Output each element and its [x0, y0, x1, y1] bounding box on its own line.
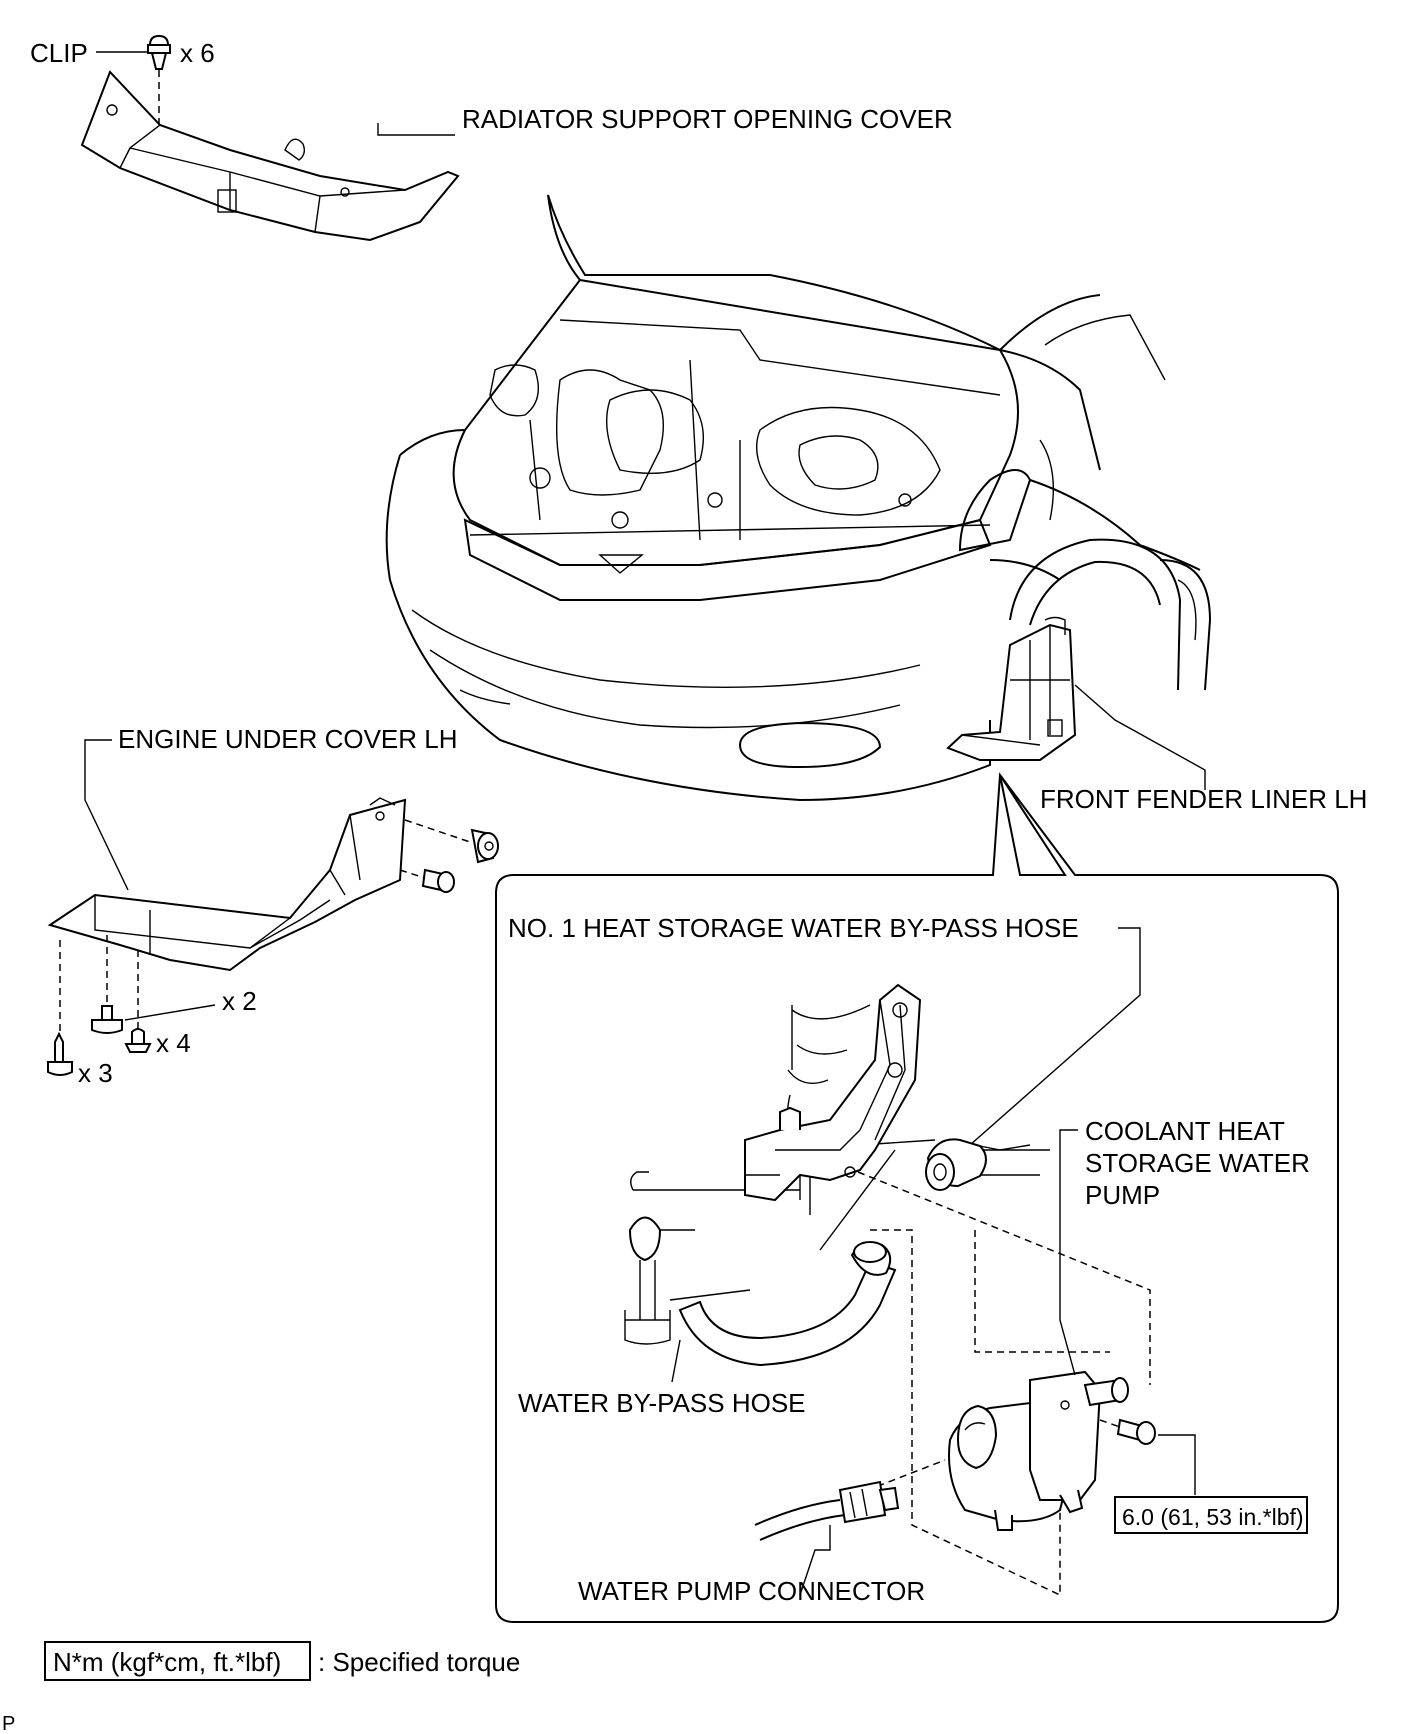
- clip-icon: [147, 34, 171, 70]
- fender-liner-leader: [1074, 684, 1206, 790]
- engine-under-cover-label: ENGINE UNDER COVER LH: [118, 724, 458, 754]
- bolt-x2-icon: [91, 1005, 123, 1034]
- water-bypass-hose-leader: [671, 1339, 681, 1383]
- front-fender-liner-label: FRONT FENDER LINER LH: [1040, 784, 1367, 814]
- torque-leader: [1158, 1434, 1196, 1495]
- pump-label-line2: STORAGE WATER: [1085, 1148, 1310, 1178]
- under-cover-clip-fastener: [404, 819, 499, 864]
- heat-storage-hose-label: NO. 1 HEAT STORAGE WATER BY-PASS HOSE: [508, 913, 1079, 943]
- pump-label-line3: PUMP: [1085, 1180, 1160, 1210]
- radiator-cover-leader: [377, 123, 455, 136]
- torque-box: [1114, 1496, 1308, 1534]
- connector-leader: [799, 1525, 831, 1596]
- engine-under-cover-leader: [84, 739, 129, 891]
- qty-x3: x 3: [78, 1058, 113, 1088]
- corner-mark: P: [2, 1713, 15, 1734]
- legend-box: [44, 1641, 311, 1681]
- clip-label: CLIP: [30, 38, 88, 68]
- clip-qty: x 6: [180, 38, 215, 68]
- pump-bracket: [744, 983, 922, 1202]
- heat-storage-hose-end: [925, 1138, 1031, 1191]
- legend-text: : Specified torque: [318, 1647, 520, 1677]
- water-bypass-hose-label: WATER BY-PASS HOSE: [518, 1388, 806, 1418]
- qty-x4: x 4: [156, 1028, 191, 1058]
- legend-units: N*m (kgf*cm, ft.*lbf): [53, 1647, 281, 1677]
- clip-group: CLIP x 6: [30, 34, 215, 140]
- coolant-heat-storage-water-pump: [948, 1370, 1129, 1531]
- pump-leader: [1059, 1129, 1078, 1376]
- under-cover-bolt: [399, 868, 455, 893]
- water-bypass-hose: [678, 1149, 897, 1367]
- engine-under-cover: [47, 797, 407, 972]
- pump-mounting-bolt: [1099, 1418, 1156, 1445]
- pump-label-line1: COOLANT HEAT: [1085, 1116, 1285, 1146]
- front-fender-liner: [946, 616, 1077, 761]
- water-pump-connector: [754, 1480, 900, 1541]
- screw-x3-icon: [47, 1031, 73, 1076]
- qty-x2: x 2: [222, 986, 257, 1016]
- vehicle-front-illustration: [385, 194, 1212, 802]
- clip-x4-icon: [124, 1028, 152, 1053]
- torque-value: 6.0 (61, 53 in.*lbf): [1122, 1504, 1304, 1530]
- heat-storage-hose-leader: [969, 927, 1141, 1146]
- radiator-cover-label: RADIATOR SUPPORT OPENING COVER: [462, 104, 953, 134]
- water-pump-connector-label: WATER PUMP CONNECTOR: [578, 1576, 925, 1606]
- torque-legend: N*m (kgf*cm, ft.*lbf) : Specified torque: [44, 1641, 520, 1681]
- bolt-x2-leader: [124, 1004, 216, 1021]
- radiator-support-opening-cover: [80, 70, 460, 242]
- detail-callout: [495, 772, 1339, 1623]
